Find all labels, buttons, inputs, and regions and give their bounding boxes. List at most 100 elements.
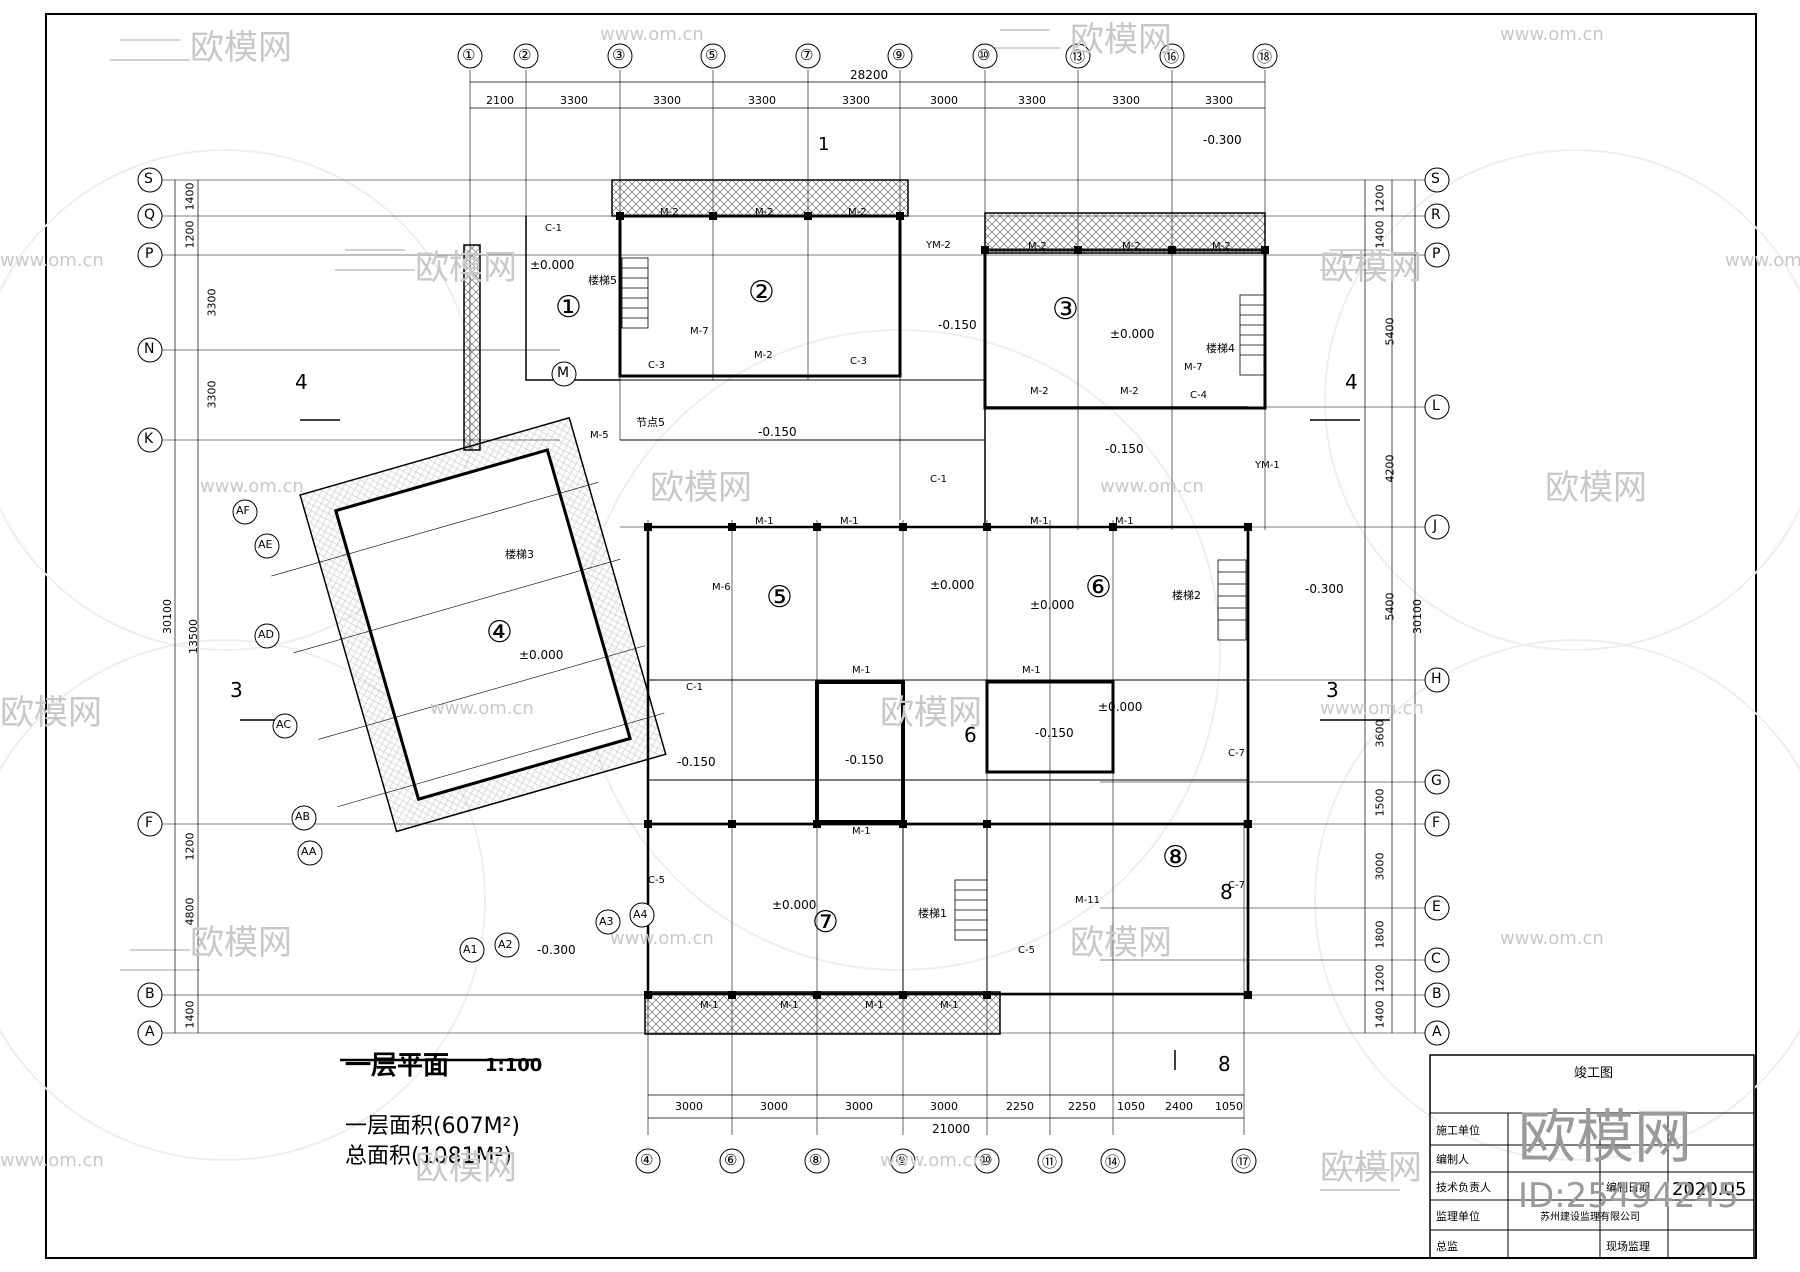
title-block-right: 编制日期	[1606, 1181, 1650, 1194]
axis-right-label: A	[1432, 1024, 1442, 1040]
dim-right: 3000	[1373, 852, 1387, 881]
watermark-id: ID:25494245	[1518, 1176, 1739, 1216]
door-label: M-1	[840, 516, 859, 527]
title-block-right: 现场监理	[1606, 1240, 1650, 1253]
dim-bottom: 2250	[1006, 1100, 1034, 1113]
elevation-mark: ±0.000	[530, 258, 575, 272]
dim-top: 3300	[653, 94, 681, 107]
dim-top: 3300	[1112, 94, 1140, 107]
title-block-supervisor: 苏州建设监理有限公司	[1540, 1212, 1640, 1223]
watermark-site: www.om.cn	[1500, 24, 1604, 45]
axis-top-label: ⑬	[1070, 48, 1086, 66]
axis-right-label: R	[1431, 207, 1441, 223]
window-label: C-4	[1190, 390, 1207, 401]
axis-right-label: S	[1431, 171, 1440, 187]
door-label: M-7	[1184, 362, 1203, 373]
door-label: YM-1	[1255, 460, 1280, 471]
dim-bottom: 2400	[1165, 1100, 1193, 1113]
axis-left-label: M	[557, 365, 570, 381]
watermark-site: www.om.cn	[0, 250, 104, 271]
rotated-wing	[271, 416, 667, 833]
dim-bottom: 1050	[1215, 1100, 1243, 1113]
dim-bottom: 3000	[760, 1100, 788, 1113]
room-number: ⑦	[812, 905, 839, 940]
dim-left: 3300	[205, 380, 219, 409]
floor-area-text: 一层面积(607M²)	[345, 1114, 520, 1139]
dim-right: 1400	[1373, 1000, 1387, 1029]
dim-bottom: 3000	[675, 1100, 703, 1113]
dim-right: 3600	[1373, 719, 1387, 748]
stair-label: 楼梯2	[1172, 589, 1201, 602]
dim-bottom: 2250	[1068, 1100, 1096, 1113]
section-marker: 6	[964, 723, 977, 747]
watermark-brand: 欧模网	[190, 923, 292, 963]
window-label: C-3	[648, 360, 665, 371]
watermark-brand: 欧模网	[415, 1148, 517, 1188]
axis-left-label: F	[145, 815, 154, 831]
dim-left: 1400	[183, 1000, 197, 1029]
watermark-site: www.om.cn	[880, 1150, 984, 1171]
axis-top-label: ③	[612, 46, 626, 64]
axis-left-label: AF	[236, 504, 250, 517]
axis-skew-label: A3	[599, 915, 614, 928]
stair-label: 楼梯4	[1206, 342, 1235, 355]
door-label: M-1	[700, 1000, 719, 1011]
window-label: C-3	[850, 356, 867, 367]
section-marker: 1	[818, 134, 830, 155]
dim-bottom: 1050	[1117, 1100, 1145, 1113]
axis-left-label: Q	[144, 207, 156, 223]
door-label: M-2	[755, 207, 774, 218]
title-block-row: 技术负责人	[1436, 1181, 1491, 1194]
dim-left: 1200	[183, 220, 197, 249]
watermark-brand: 欧模网	[1320, 248, 1422, 288]
door-label: M-1	[865, 1000, 884, 1011]
door-label: M-5	[590, 430, 609, 441]
title-block-frame	[1429, 1054, 1755, 1259]
watermark-brand: 欧模网	[1320, 1148, 1422, 1188]
watermark-brand: 欧模网	[1070, 20, 1172, 60]
axis-right-label: L	[1432, 398, 1440, 414]
door-label: M-1	[1030, 516, 1049, 527]
axis-right-label: G	[1431, 773, 1442, 789]
axis-skew-label: A1	[463, 943, 478, 956]
dim-right: 1200	[1373, 184, 1387, 213]
door-label: M-1	[852, 665, 871, 676]
watermark-site: www.om.cn	[430, 698, 534, 719]
watermark-brand-large: 欧模网	[1518, 1103, 1693, 1171]
axis-top-label: ⑩	[977, 46, 991, 64]
elevation-mark: -0.300	[1305, 582, 1344, 596]
elevation-mark: -0.150	[1105, 442, 1144, 456]
door-label: M-2	[1030, 386, 1049, 397]
door-label: M-2	[848, 207, 867, 218]
axis-left-label: A	[145, 1024, 155, 1040]
elevation-mark: -0.150	[1035, 726, 1074, 740]
drawing-scale: 1:100	[485, 1055, 543, 1076]
title-block-row: 编制人	[1436, 1153, 1469, 1166]
elevation-mark: ±0.000	[1030, 598, 1075, 612]
axis-left-label: AD	[258, 628, 274, 641]
elevation-mark: -0.300	[537, 943, 576, 957]
title-block-date: 2020.05	[1672, 1179, 1747, 1200]
axis-skew-label: A4	[633, 908, 648, 921]
dim-top-total: 28200	[850, 68, 889, 82]
door-label: M-2	[1122, 241, 1141, 252]
axis-bottom-label: ⑧	[809, 1151, 823, 1169]
watermark-brand: 欧模网	[880, 693, 982, 733]
axis-right-label: F	[1432, 815, 1441, 831]
window-label: C-5	[1018, 945, 1035, 956]
watermark-brand: 欧模网	[0, 693, 102, 733]
room-number: ①	[555, 290, 582, 325]
detail-label: 节点5	[636, 416, 665, 429]
door-label: M-11	[1075, 895, 1100, 906]
axis-left-label: K	[144, 431, 154, 447]
door-label: M-2	[754, 350, 773, 361]
dim-right-total: 30100	[1411, 599, 1424, 634]
door-label: M-2	[1028, 241, 1047, 252]
door-label: M-2	[1120, 386, 1139, 397]
dim-bottom: 3000	[930, 1100, 958, 1113]
elevation-mark: -0.150	[845, 753, 884, 767]
elevation-mark: -0.150	[677, 755, 716, 769]
axis-bottom-label: ⑨	[895, 1151, 909, 1169]
watermark-site: www.om.cn	[610, 928, 714, 949]
walls	[463, 179, 1267, 1035]
